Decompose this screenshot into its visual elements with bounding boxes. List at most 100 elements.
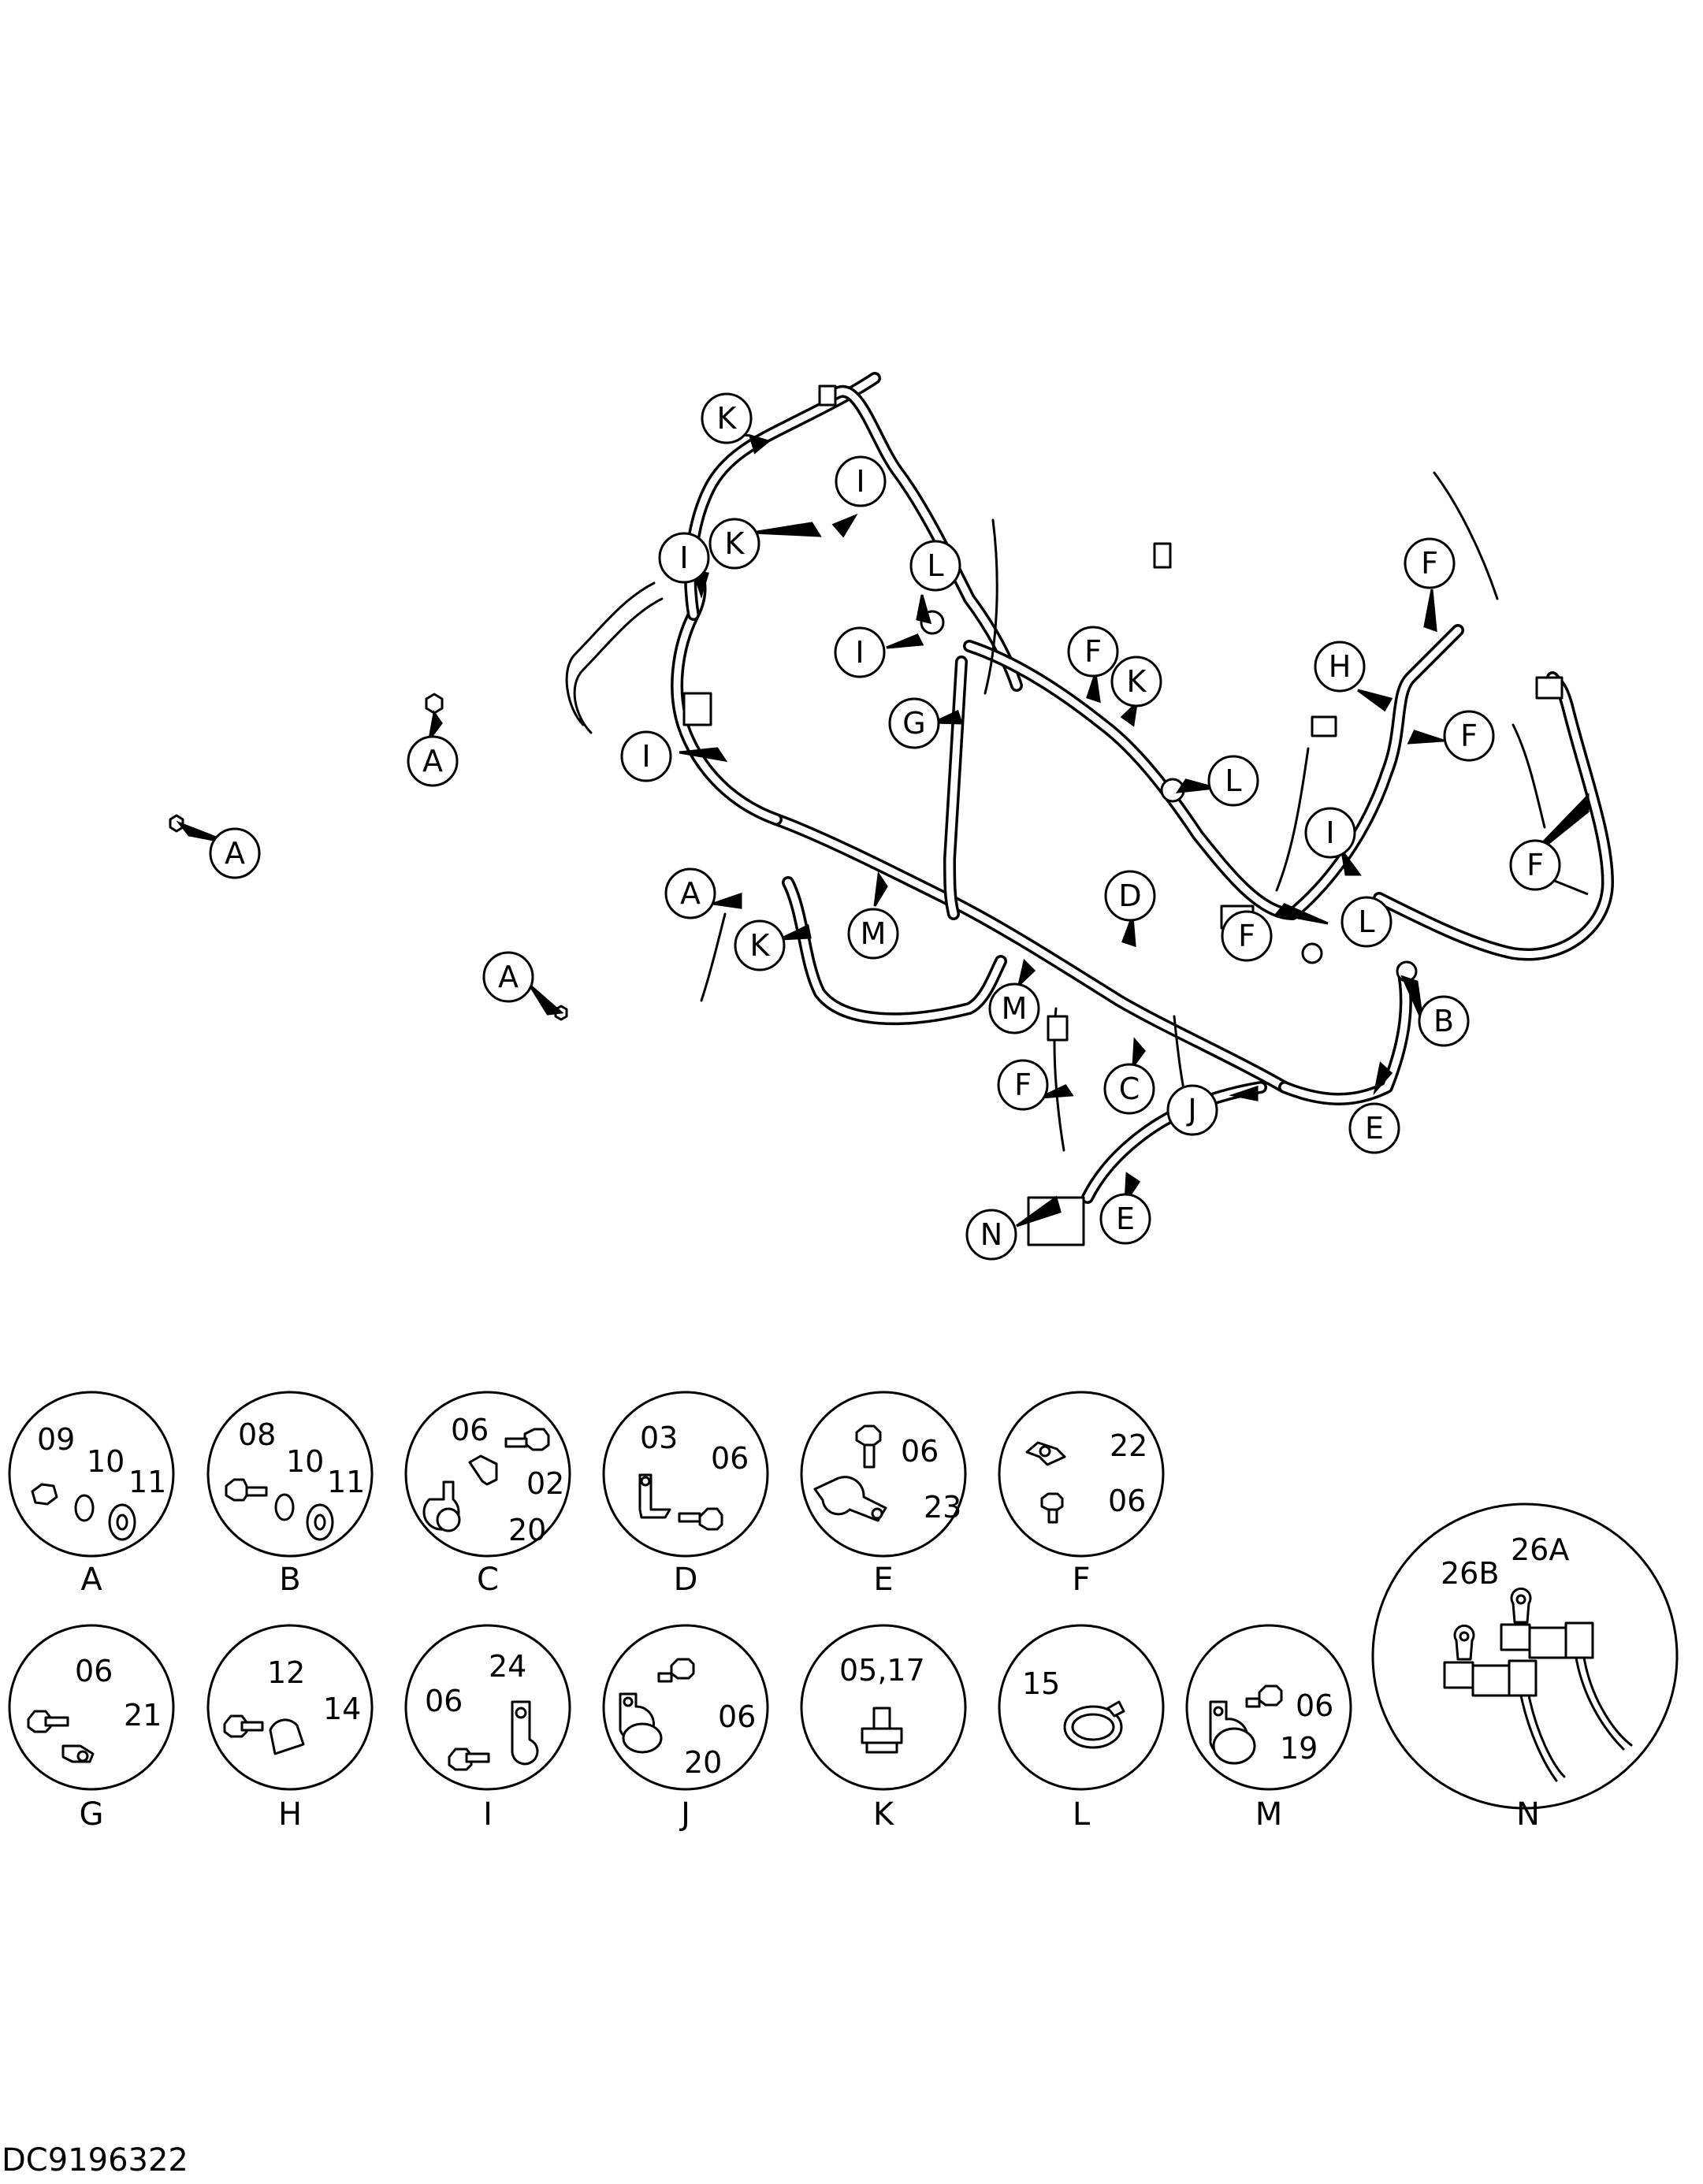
svg-text:11: 11	[327, 1465, 365, 1499]
svg-text:K: K	[717, 401, 738, 436]
svg-text:I: I	[483, 1796, 493, 1833]
callout-bubble: B	[1418, 995, 1470, 1047]
svg-text:M: M	[1002, 991, 1028, 1026]
bolt-icon	[855, 1424, 882, 1447]
detail-l: 15 L	[998, 1624, 1165, 1833]
svg-text:A: A	[498, 960, 519, 994]
leader-lines	[176, 432, 1590, 1228]
svg-text:K: K	[1127, 664, 1147, 699]
clamp-icon	[813, 1476, 887, 1522]
callout-bubble: I	[835, 455, 887, 507]
detail-g: 06 21 G	[8, 1624, 175, 1833]
svg-text:C: C	[1119, 1072, 1140, 1106]
svg-text:G: G	[902, 706, 925, 741]
svg-text:I: I	[1326, 815, 1334, 850]
callout-bubble: L	[1207, 755, 1259, 807]
svg-text:L: L	[1225, 763, 1241, 798]
svg-text:I: I	[856, 464, 865, 499]
svg-text:D: D	[1118, 878, 1141, 913]
svg-text:I: I	[641, 739, 650, 774]
bolt-icon	[1258, 1684, 1283, 1707]
callout-bubble: L	[909, 540, 961, 592]
callout-bubble: M	[988, 982, 1040, 1034]
callout-bubble: E	[1099, 1193, 1151, 1245]
bolt-icon	[223, 1714, 248, 1738]
svg-text:L: L	[927, 548, 943, 583]
callout-bubble: A	[209, 827, 261, 879]
callout-bubble: K	[734, 919, 786, 971]
svg-text:F: F	[1526, 848, 1544, 882]
document-id: DC9196322	[2, 2142, 188, 2178]
svg-text:K: K	[750, 928, 771, 963]
svg-text:06: 06	[1296, 1688, 1333, 1723]
callout-bubble: A	[664, 867, 716, 919]
detail-m: 06 19 M	[1185, 1624, 1352, 1833]
svg-text:L: L	[1358, 904, 1374, 939]
callout-bubble: M	[847, 908, 899, 960]
callout-bubble: K	[708, 518, 760, 570]
svg-text:A: A	[422, 744, 443, 778]
bolt-icon	[670, 1658, 695, 1680]
bolt-icon	[225, 1478, 248, 1502]
svg-text:26A: 26A	[1511, 1532, 1569, 1567]
callout-bubble: I	[1304, 807, 1356, 859]
detail-a: 09 10 11 A	[8, 1391, 175, 1598]
lock-washer-icon	[74, 1494, 95, 1522]
nut-icon	[31, 1483, 58, 1506]
fuse-connector-icon	[1500, 1623, 1531, 1651]
svg-text:06: 06	[718, 1699, 756, 1734]
svg-text:H: H	[278, 1796, 302, 1833]
bolt-icon	[523, 1428, 550, 1451]
svg-text:E: E	[1116, 1202, 1135, 1236]
connector-block	[682, 692, 712, 726]
svg-text:06: 06	[901, 1434, 939, 1469]
callout-bubble: C	[1103, 1063, 1155, 1115]
grommet-icon	[872, 1707, 891, 1730]
svg-text:20: 20	[508, 1513, 546, 1547]
svg-text:I: I	[679, 540, 688, 575]
svg-text:26B: 26B	[1441, 1556, 1499, 1591]
callout-bubble: H	[1314, 641, 1366, 693]
svg-text:L: L	[1073, 1796, 1091, 1833]
detail-b: 08 10 11 B	[206, 1391, 374, 1598]
svg-text:M: M	[861, 916, 887, 951]
svg-text:F: F	[1421, 546, 1438, 581]
callout-bubble: I	[620, 730, 672, 782]
callout-bubble: F	[1509, 839, 1561, 891]
callout-bubble: F	[1221, 910, 1273, 962]
svg-text:F: F	[1238, 919, 1255, 953]
svg-text:F: F	[1460, 719, 1478, 753]
svg-text:A: A	[80, 1562, 102, 1598]
svg-text:F: F	[1084, 634, 1102, 669]
clamp-icon	[269, 1718, 305, 1755]
svg-text:24: 24	[489, 1649, 526, 1684]
svg-text:02: 02	[526, 1466, 564, 1501]
svg-text:10: 10	[87, 1444, 125, 1479]
detail-f: 22 06 F	[998, 1391, 1165, 1598]
callout-bubble: I	[658, 532, 710, 584]
callout-bubble: D	[1104, 870, 1156, 922]
callout-bubble: L	[1340, 896, 1393, 948]
callout-bubble: F	[1067, 626, 1119, 678]
svg-text:N: N	[980, 1217, 1002, 1252]
callout-bubble: N	[965, 1209, 1017, 1261]
svg-text:G: G	[80, 1796, 104, 1833]
svg-text:J: J	[679, 1796, 690, 1833]
callout-bubble: J	[1166, 1084, 1218, 1136]
detail-k: 05,17 K	[800, 1624, 967, 1833]
svg-text:K: K	[725, 526, 746, 561]
svg-text:10: 10	[286, 1444, 324, 1479]
svg-text:23: 23	[924, 1490, 961, 1525]
svg-text:06: 06	[451, 1413, 489, 1447]
callout-bubble: F	[1443, 710, 1495, 762]
svg-text:D: D	[674, 1562, 698, 1598]
svg-text:15: 15	[1022, 1666, 1060, 1701]
svg-text:06: 06	[425, 1684, 463, 1718]
terminal-icon	[1453, 1624, 1475, 1661]
detail-e: 06 23 E	[800, 1391, 967, 1598]
lock-washer-icon	[274, 1493, 295, 1521]
svg-text:E: E	[873, 1562, 893, 1598]
svg-text:K: K	[873, 1796, 895, 1833]
callout-bubble: I	[834, 626, 886, 678]
